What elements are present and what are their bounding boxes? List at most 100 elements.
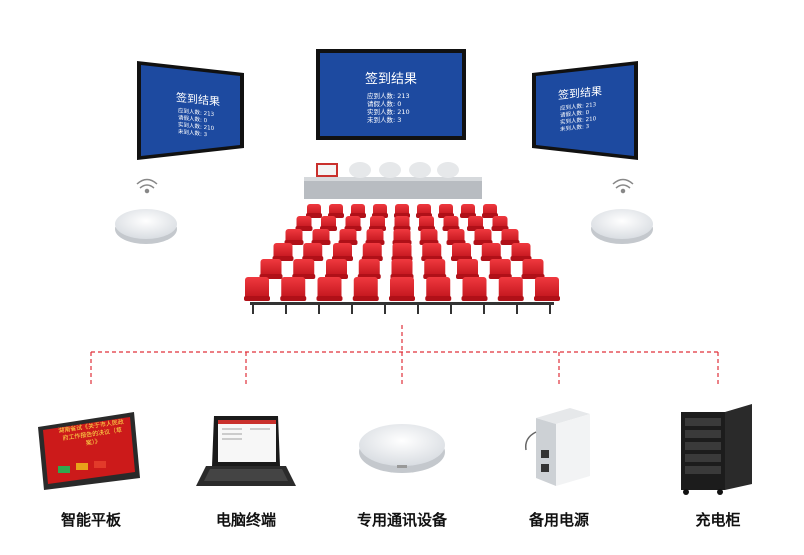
- seat: [365, 229, 385, 245]
- seat: [284, 229, 304, 245]
- seat: [460, 204, 476, 218]
- center-screen-stats: 应到人数: 213 请假人数: 0 实到人数: 210 未到人数: 3: [367, 92, 462, 125]
- seat: [451, 243, 472, 261]
- seat: [423, 259, 447, 279]
- smart-tablet-device: [38, 412, 140, 490]
- connection-lines: [90, 325, 719, 387]
- seat: [295, 216, 313, 231]
- seat: [534, 277, 560, 301]
- seat: [510, 243, 532, 261]
- seat: [316, 277, 343, 301]
- seat: [320, 216, 337, 231]
- communication-device: [359, 424, 445, 473]
- seat-leg: [450, 302, 452, 314]
- seat: [497, 277, 524, 301]
- stat-value: 0: [397, 100, 402, 109]
- seat-leg: [483, 302, 485, 314]
- seat-leg: [417, 302, 419, 314]
- seat-leg: [351, 302, 353, 314]
- seat: [350, 204, 366, 218]
- seat-leg: [549, 302, 551, 314]
- seat: [418, 216, 435, 231]
- seat: [473, 229, 493, 245]
- seat: [325, 259, 348, 279]
- seat: [369, 216, 386, 231]
- right-display-screen: [532, 61, 638, 160]
- stat-value: 213: [397, 92, 410, 100]
- seat: [328, 204, 344, 218]
- charging-cabinet-device: [681, 404, 752, 495]
- left-wireless-device: [115, 178, 177, 244]
- seat-leg: [252, 302, 254, 314]
- center-display-screen: [316, 49, 466, 140]
- seat-leg: [285, 302, 287, 314]
- seat: [390, 259, 414, 279]
- stat-value: 213: [585, 102, 597, 110]
- seat: [338, 229, 358, 245]
- seat: [391, 243, 413, 261]
- center-screen-content: 签到结果 应到人数: 213 请假人数: 0 实到人数: 210 未到人数: 3: [320, 53, 462, 136]
- wifi-icon: [612, 178, 634, 194]
- seat: [521, 259, 545, 279]
- stat-value: 210: [397, 108, 410, 117]
- stat-label: 实到人数:: [367, 108, 396, 117]
- podium-desk: [304, 162, 482, 199]
- stat-label: 应到人数:: [367, 92, 396, 100]
- seat: [393, 216, 411, 231]
- seat: [419, 229, 439, 245]
- backup-power-device: [524, 408, 590, 486]
- seat: [357, 259, 381, 279]
- seat: [488, 259, 512, 279]
- stat-label: 未到人数:: [367, 116, 396, 125]
- seat: [467, 216, 484, 231]
- seat: [361, 243, 383, 261]
- seat: [461, 277, 488, 301]
- center-screen-title: 签到结果: [364, 72, 417, 87]
- stat-value: 0: [203, 117, 208, 125]
- seat: [352, 277, 379, 301]
- seat: [259, 259, 283, 279]
- left-display-screen: [137, 61, 244, 160]
- seat: [389, 277, 415, 301]
- device-label-charging-cabinet: 充电柜: [695, 511, 741, 529]
- seat: [372, 204, 388, 218]
- seat: [416, 204, 432, 218]
- stat-value: 210: [585, 115, 597, 124]
- stat-value: 3: [203, 131, 208, 138]
- seat: [306, 204, 322, 218]
- seat: [442, 216, 460, 231]
- seat: [480, 243, 502, 261]
- stat-value: 3: [585, 123, 590, 130]
- seat: [244, 277, 270, 301]
- seat: [491, 216, 509, 231]
- seat: [332, 243, 353, 261]
- right-screen-content: 签到结果 应到人数: 213 请假人数: 0 实到人数: 210 未到人数: 3: [550, 79, 636, 135]
- wifi-icon: [136, 178, 158, 194]
- seat: [311, 229, 331, 245]
- device-label-computer: 电脑终端: [215, 511, 276, 529]
- seat: [292, 259, 316, 279]
- laptop-device: [196, 416, 296, 486]
- seat: [425, 277, 452, 301]
- seat: [302, 243, 324, 261]
- seat-leg: [516, 302, 518, 314]
- seat: [272, 243, 294, 261]
- audience-seats: [244, 204, 560, 314]
- seat-base: [250, 302, 554, 305]
- seat: [344, 216, 362, 231]
- seat-leg: [384, 302, 386, 314]
- device-label-comm-device: 专用通讯设备: [356, 511, 447, 529]
- seat: [394, 204, 410, 218]
- seat: [280, 277, 307, 301]
- seat: [438, 204, 454, 218]
- left-screen-content: 签到结果 应到人数: 213 请假人数: 0 实到人数: 210 未到人数: 3: [148, 86, 238, 142]
- stat-label: 未到人数:: [560, 124, 584, 133]
- seat: [500, 229, 520, 245]
- stat-value: 213: [203, 110, 215, 118]
- stat-label: 未到人数:: [178, 128, 202, 138]
- right-wireless-device: [591, 178, 653, 244]
- stat-value: 3: [397, 116, 402, 125]
- stat-value: 0: [585, 109, 590, 117]
- device-label-backup-power: 备用电源: [528, 511, 589, 529]
